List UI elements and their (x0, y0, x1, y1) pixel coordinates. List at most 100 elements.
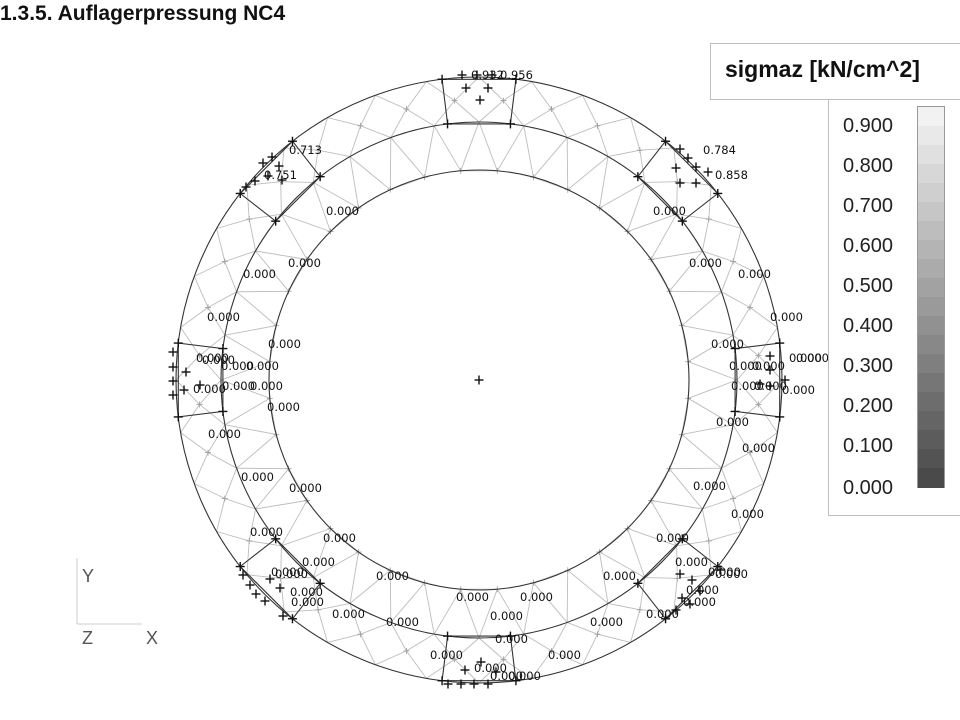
mesh-edge (312, 182, 331, 232)
mesh-edge (193, 276, 209, 308)
mesh-edge (720, 468, 734, 499)
mesh-edge (360, 634, 376, 665)
stress-value-label: 0.000 (386, 615, 419, 629)
stress-value-label: 0.000 (208, 427, 241, 441)
mesh-edge (390, 137, 425, 178)
mesh-edge (708, 540, 712, 575)
mesh-edge (567, 156, 609, 191)
mesh-edge (454, 100, 480, 123)
mesh-edge (224, 250, 256, 262)
stress-value-label: 0.000 (271, 565, 304, 579)
mesh-edge (246, 540, 250, 575)
scale-tick-label: 0.500 (843, 275, 894, 297)
stress-value-label: 0.000 (590, 615, 623, 629)
stress-value-label: 0.000 (268, 337, 301, 351)
mesh-edge (687, 334, 734, 363)
mesh-edge (454, 76, 480, 101)
stress-value-label: 0.000 (520, 590, 553, 604)
mesh-edge (681, 424, 734, 435)
mesh-edge (224, 424, 277, 435)
stress-value-label: 0.000 (490, 669, 523, 683)
page-title: 1.3.5. Auflagerpressung NC4 (0, 2, 286, 25)
mesh-edge (630, 117, 641, 151)
color-scale-band (918, 430, 944, 451)
mesh-edge (255, 250, 290, 292)
mesh-edge (702, 250, 734, 262)
inner-ring-edge (268, 169, 690, 591)
mesh-edge (681, 434, 722, 469)
mesh-edge (280, 578, 285, 613)
stress-value-label: 0.000 (656, 531, 689, 545)
mesh-edge (312, 182, 359, 209)
scale-tick-label: 0.300 (843, 355, 894, 377)
stress-value-label: 0.000 (495, 632, 528, 646)
axis-label-z: Z (82, 628, 93, 648)
mesh-edge (460, 589, 480, 639)
mesh-edge (406, 633, 435, 652)
mesh-edge (677, 574, 712, 579)
mesh-edge (216, 531, 250, 542)
mesh-edge (523, 125, 534, 178)
node-markers (168, 70, 790, 689)
mesh-edge (249, 540, 282, 547)
stress-value-label: 0.000 (474, 661, 507, 675)
stress-value-label: 0.000 (508, 669, 541, 683)
mesh-edge (194, 261, 225, 277)
color-scale-band (918, 183, 944, 204)
mesh-edge (566, 570, 569, 623)
mesh-edge (551, 650, 583, 666)
scale-tick-label: 0.700 (843, 195, 894, 217)
mesh-edge (236, 434, 277, 469)
mesh-edge (375, 94, 407, 110)
mesh-edge (676, 181, 678, 215)
mesh-edge (281, 213, 331, 232)
mesh-edge (732, 228, 742, 262)
stress-value-label: 0.000 (686, 583, 719, 597)
color-scale-band (918, 373, 944, 394)
stress-value-label: 0.000 (267, 400, 300, 414)
mesh-edge (216, 228, 226, 262)
mesh-edge (597, 125, 609, 157)
color-scale-band (918, 354, 944, 375)
mesh-edge (433, 633, 455, 660)
mesh-edge (224, 334, 271, 363)
mesh-edge (317, 609, 328, 643)
mesh-edge (639, 609, 674, 613)
scale-tick-label: 0.400 (843, 315, 894, 337)
stress-value-label: 0.000 (716, 415, 749, 429)
stress-value-label: 0.000 (683, 595, 716, 609)
mesh-edge (749, 276, 765, 308)
mesh-edge (246, 181, 281, 186)
mesh-edge (627, 528, 646, 578)
mesh-edge (207, 307, 226, 336)
mesh-edge (733, 261, 764, 277)
mesh-edge (220, 379, 270, 399)
mesh-edge (406, 81, 427, 110)
coordinate-axes: Y Z X (70, 558, 170, 658)
mesh-edge (193, 452, 209, 484)
mesh-edge (688, 379, 738, 399)
mesh-edge (533, 582, 568, 623)
mesh-edge (607, 602, 640, 611)
stress-value-label: 0.000 (731, 507, 764, 521)
mesh-edge (676, 213, 709, 220)
mesh-edge (478, 659, 504, 684)
mesh-edge (255, 250, 308, 260)
scale-tick-label: 0.800 (843, 155, 894, 177)
mesh-edge (406, 650, 427, 679)
color-scale-band (918, 202, 944, 223)
mesh-edge (478, 76, 504, 101)
color-scale-band (918, 297, 944, 318)
mesh-edge (281, 500, 308, 547)
axes-lines (76, 558, 142, 625)
stress-value-label: 0.000 (708, 565, 741, 579)
mesh-edge (255, 500, 308, 510)
mesh-edge (424, 125, 435, 178)
mesh-edge (280, 181, 282, 215)
mesh-edge (199, 355, 222, 381)
mesh-edge (639, 150, 646, 183)
mesh-edge (349, 569, 391, 604)
mesh-edge (531, 81, 552, 110)
mesh-edge (669, 290, 722, 293)
color-scale-band (918, 164, 944, 185)
